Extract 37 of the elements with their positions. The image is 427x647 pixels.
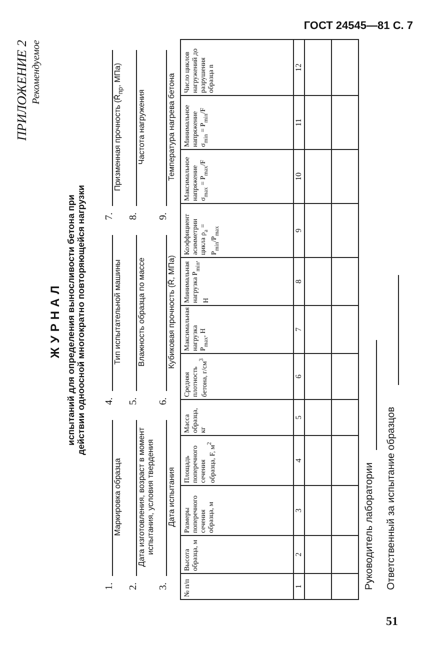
column-number: 4: [294, 436, 304, 486]
journal-title: ЖУРНАЛ: [48, 280, 62, 360]
field-caption: Дата изготовления, возраст в момент испытания, условия твердения: [138, 426, 156, 569]
field-caption: Влажность образца по массе: [138, 256, 147, 368]
field-caption: Частота нагружения: [138, 88, 147, 167]
column-number: 7: [294, 306, 304, 354]
field-number: 8.: [128, 212, 139, 220]
page-header: ГОСТ 24545—81 С. 7: [304, 20, 413, 32]
column-number: 8: [294, 258, 304, 306]
appendix-heading: ПРИЛОЖЕНИЕ 2: [14, 40, 30, 141]
field-number: 9.: [158, 212, 169, 220]
column-number: 6: [294, 354, 304, 400]
field-number: 7.: [104, 212, 115, 220]
field-number: 5.: [128, 398, 139, 405]
field-number: 2.: [128, 582, 139, 590]
column-number: 5: [294, 400, 304, 436]
field-number: 3.: [158, 582, 169, 590]
field-caption: Кубиковая прочность (R̄, МПа): [168, 254, 177, 371]
field-caption: Дата испытания: [168, 466, 177, 529]
column-number: 12: [294, 40, 304, 96]
journal-subtitle: испытаний для определения выносливости бетона при действии одноосной многократно повторяющейся нагрузки: [66, 184, 87, 458]
signature-caption: Руководитель лаборатории: [364, 462, 375, 590]
field-caption: Тип испытательной машины: [114, 258, 123, 367]
page-number: 51: [386, 614, 398, 629]
column-number: 9: [294, 204, 304, 258]
column-number: 10: [294, 150, 304, 204]
appendix-note: Рекомендуемое: [31, 40, 42, 104]
field-number: 1.: [104, 582, 115, 590]
column-number: 2: [294, 536, 304, 574]
column-number: 3: [294, 486, 304, 536]
column-number: 1: [294, 574, 304, 600]
column-number: 11: [294, 96, 304, 150]
field-number: 6.: [158, 398, 169, 405]
field-caption: Температура нагрева бетона: [168, 72, 177, 183]
signature-caption: Ответственный за испытание образцов: [386, 406, 397, 590]
field-number: 4.: [104, 398, 115, 405]
field-caption: Маркировка образца: [114, 457, 123, 538]
